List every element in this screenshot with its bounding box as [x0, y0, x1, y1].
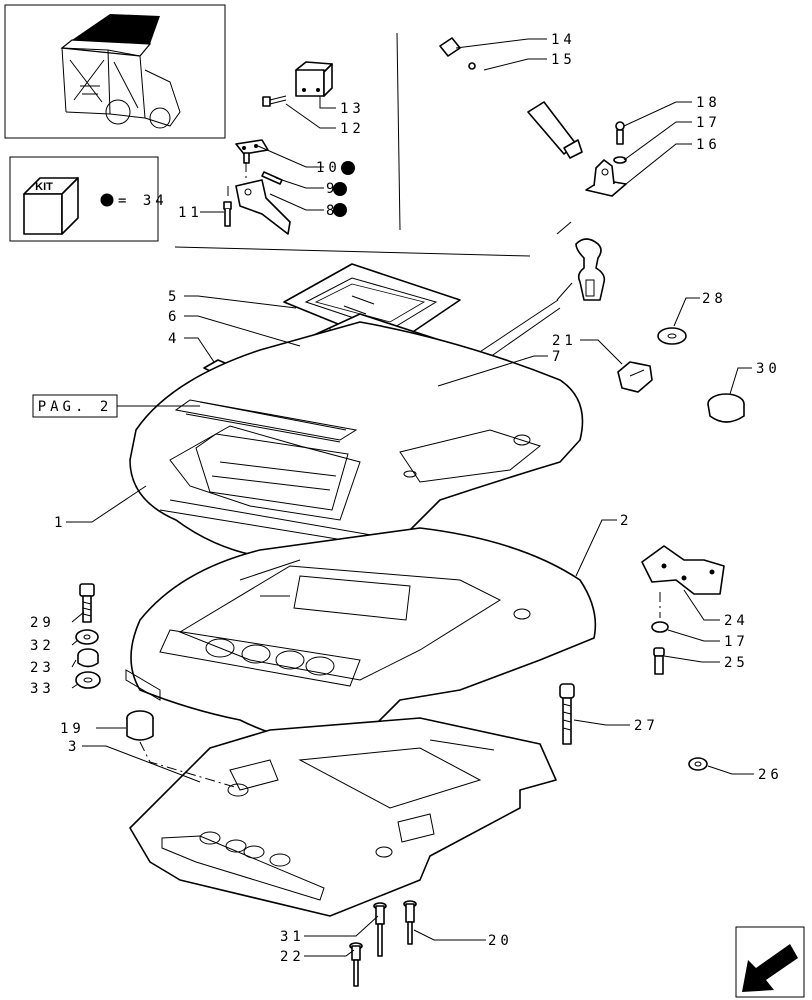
part-gas-strut-15 — [439, 37, 583, 159]
part-washer-33 — [75, 671, 101, 689]
tractor-cab-icon — [60, 14, 181, 129]
callout-15: 15 — [551, 52, 576, 68]
callout-14: 14 — [551, 32, 576, 48]
kit-marker-text: = 34 — [118, 193, 168, 209]
tractor-thumbnail — [4, 4, 226, 139]
seal-profile — [575, 238, 606, 301]
callout-21: 21 — [552, 333, 577, 349]
callout-19: 19 — [60, 721, 85, 737]
part-spacer-19 — [126, 710, 154, 741]
callout-22: 22 — [280, 949, 305, 965]
part-bracket-24 — [641, 545, 725, 595]
callout-27: 27 — [634, 718, 659, 734]
callout-6: 6 — [168, 309, 180, 325]
callout-23: 23 — [30, 660, 55, 676]
part-rivet-22 — [349, 942, 363, 987]
callout-3: 3 — [68, 739, 80, 755]
callout-7: 7 — [552, 349, 564, 365]
separator-horizontal — [174, 246, 531, 257]
callout-16: 16 — [696, 137, 721, 153]
part-pin-9 — [261, 171, 283, 185]
part-bracket-8 — [235, 179, 291, 235]
part-hinge-10 — [235, 139, 269, 164]
part-screw-11 — [223, 201, 232, 227]
callout-28: 28 — [702, 291, 727, 307]
callout-10: 10 — [316, 160, 341, 176]
part-block-13 — [295, 61, 333, 97]
separator-vertical — [396, 32, 401, 231]
kit-marker-dot — [100, 193, 114, 207]
callout-labels: 1 2 3 4 5 6 7 8 9 10 11 12 13 14 15 16 1… — [30, 32, 783, 965]
part-washer-28 — [657, 327, 687, 345]
callout-8: 8 — [326, 203, 338, 219]
part-nut-23 — [77, 648, 99, 668]
callout-9-kit-dot — [333, 182, 347, 196]
callout-12: 12 — [340, 121, 365, 137]
kit-label: KIT — [35, 181, 53, 193]
callout-17: 17 — [696, 115, 721, 131]
part-rivet-20 — [403, 900, 417, 945]
callout-9: 9 — [326, 181, 338, 197]
part-screw-25 — [653, 647, 665, 675]
floor-plate-3 — [129, 717, 557, 917]
callout-31: 31 — [280, 929, 305, 945]
callout-30: 30 — [756, 361, 781, 377]
callout-2: 2 — [620, 513, 632, 529]
page-reference[interactable]: PAG. 2 — [32, 394, 200, 418]
part-clip-21 — [617, 361, 653, 393]
part-rivet-31 — [373, 902, 387, 957]
part-bolt-27 — [559, 683, 575, 745]
part-plug-30 — [707, 393, 745, 423]
callout-4: 4 — [168, 331, 180, 347]
part-washer-17b — [651, 621, 669, 633]
callout-8-kit-dot — [333, 203, 347, 217]
callout-26: 26 — [758, 767, 783, 783]
callout-33: 33 — [30, 681, 55, 697]
callout-25: 25 — [724, 655, 749, 671]
callout-18: 18 — [696, 95, 721, 111]
callout-1: 1 — [54, 515, 66, 531]
roof-inner-shell-2 — [125, 527, 597, 757]
callout-10-kit-dot — [341, 161, 355, 175]
callout-32: 32 — [30, 638, 55, 654]
nav-arrow-icon[interactable] — [735, 926, 805, 998]
roof-outer-shell-1 — [129, 321, 584, 561]
part-washer-26 — [688, 757, 708, 771]
callout-13: 13 — [340, 101, 365, 117]
part-bolt-29 — [79, 583, 95, 623]
callout-5: 5 — [168, 289, 180, 305]
callout-17b: 17 — [724, 634, 749, 650]
callout-24: 24 — [724, 613, 749, 629]
callout-leaders — [66, 38, 754, 957]
kit-legend: KIT = 34 — [9, 156, 168, 242]
part-washer-17 — [613, 156, 627, 164]
part-bolt-12 — [262, 95, 287, 107]
part-pivot-16 — [585, 121, 627, 197]
callout-29: 29 — [30, 615, 55, 631]
part-washer-32 — [75, 629, 99, 645]
callout-11: 11 — [178, 205, 203, 221]
page-reference-label: PAG. 2 — [38, 399, 113, 415]
part-screw-18 — [615, 121, 625, 145]
callout-20: 20 — [488, 933, 513, 949]
